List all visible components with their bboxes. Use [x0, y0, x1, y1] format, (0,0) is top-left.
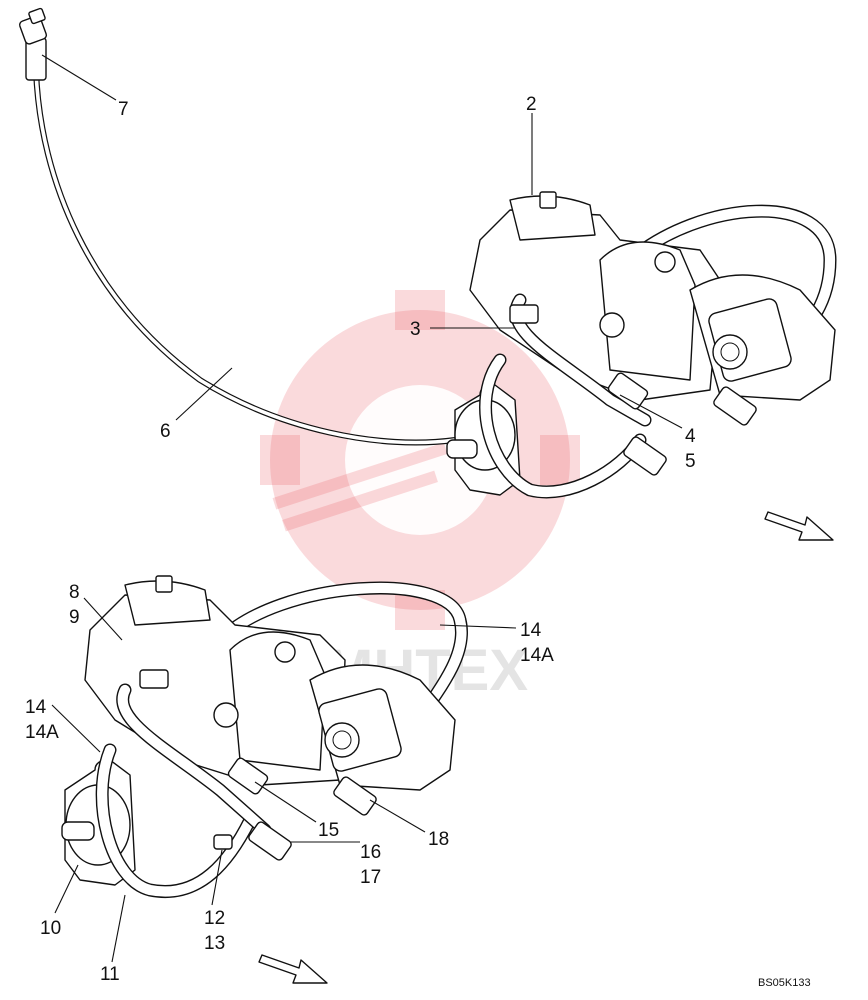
lower-pump-assembly: [61, 575, 468, 898]
sensing-line-assembly: [18, 7, 458, 446]
callout-14-upper: 14: [520, 620, 542, 641]
callout-2: 2: [526, 94, 537, 115]
callout-17: 17: [360, 867, 381, 888]
direction-arrow-upper: [764, 511, 834, 541]
callout-15: 15: [318, 820, 339, 841]
callout-12: 12: [204, 908, 225, 929]
callout-10: 10: [40, 918, 61, 939]
elbow-fitting: [18, 7, 48, 81]
callout-3: 3: [410, 319, 421, 340]
callout-14a-lower: 14A: [25, 722, 59, 743]
callout-6: 6: [160, 421, 171, 442]
callout-14-lower: 14: [25, 697, 47, 718]
callout-9: 9: [69, 607, 80, 628]
callout-4: 4: [685, 426, 696, 447]
callout-11: 11: [100, 964, 120, 985]
direction-arrow-lower: [258, 954, 328, 984]
callout-labels: 2 3 4 5 6 7 8 9 10 11 12 13 14 14A 14 14…: [25, 94, 696, 985]
drawing-code: BS05K133: [758, 977, 811, 989]
callout-18: 18: [428, 829, 449, 850]
callout-14a-upper: 14A: [520, 645, 554, 666]
callout-5: 5: [685, 451, 696, 472]
callout-8: 8: [69, 582, 80, 603]
callout-16: 16: [360, 842, 381, 863]
leader-lines: [41, 54, 683, 963]
upper-pump-assembly: [446, 191, 837, 499]
callout-13: 13: [204, 933, 225, 954]
callout-7: 7: [118, 99, 129, 120]
